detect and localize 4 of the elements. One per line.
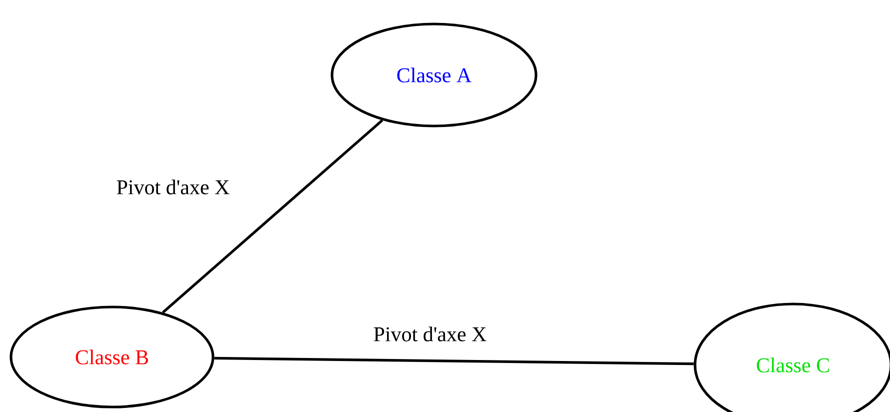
- connector-line: [214, 356, 694, 366]
- edge-label: Pivot d'axe X: [115, 178, 231, 196]
- connector-line: [162, 119, 384, 314]
- edge-label: Pivot d'axe X: [372, 326, 488, 342]
